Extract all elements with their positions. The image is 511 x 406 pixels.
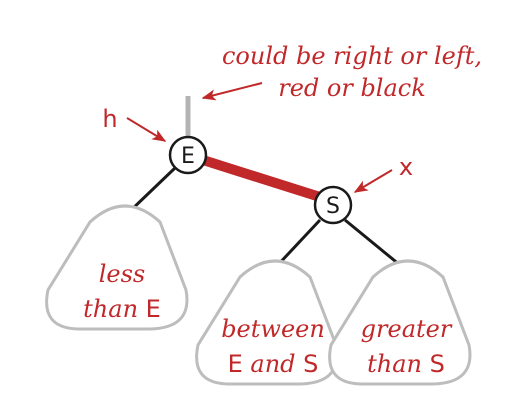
node-s-label: S (326, 194, 340, 219)
pointer-h-arrow (126, 117, 167, 142)
node-s: S (313, 185, 353, 225)
red-link-e-s (201, 155, 322, 202)
left-subtree-line-1: less (69, 260, 164, 288)
right-subtree-triangle (328, 259, 472, 386)
middle-subtree-line-2: E and S (198, 350, 337, 378)
middle-subtree-line-1: between (191, 315, 343, 343)
pointer-x-arrow (353, 169, 393, 193)
node-e: E (168, 135, 208, 175)
node-e-label: E (181, 144, 195, 169)
right-subtree-line-2: than S (337, 350, 463, 378)
s-left-link (273, 218, 322, 270)
middle-subtree-triangle (195, 259, 339, 386)
annotation-line-2: red or black (278, 74, 426, 102)
pointer-x-label: x (399, 153, 413, 181)
annotation-arrow (201, 82, 263, 101)
left-subtree-triangle (45, 204, 189, 331)
e-left-link (126, 166, 177, 215)
left-subtree-line-2: than E (53, 295, 179, 323)
pointer-h-label: h (102, 105, 117, 133)
annotation-line-1: could be right or left, (222, 42, 482, 70)
right-subtree-line-1: greater (331, 315, 470, 343)
